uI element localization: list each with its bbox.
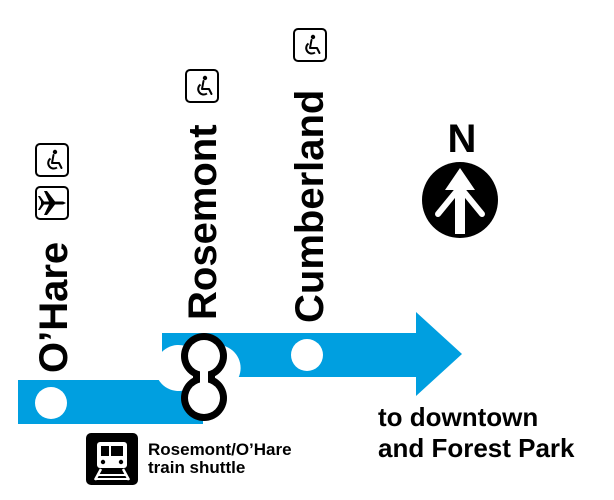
shuttle-caption: Rosemont/O’Hare train shuttle: [148, 441, 292, 477]
direction-label: to downtown and Forest Park: [378, 402, 575, 464]
train-shuttle-icon: [86, 433, 138, 485]
compass-north-letter: N: [448, 117, 477, 161]
station-label-ohare: O’Hare: [32, 242, 76, 373]
airport-icon: [35, 186, 69, 220]
wheelchair-accessible-icon: [293, 28, 327, 62]
direction-label-line2: and Forest Park: [378, 433, 575, 463]
shuttle-caption-line1: Rosemont/O’Hare: [148, 440, 292, 459]
station-dot-cumberland[interactable]: [291, 339, 323, 371]
station-dot-ohare[interactable]: [35, 387, 67, 419]
station-label-cumberland: Cumberland: [288, 90, 332, 323]
wheelchair-accessible-icon: [185, 69, 219, 103]
station-transfer-rosemont[interactable]: [155, 333, 241, 421]
direction-arrow: [416, 312, 462, 396]
north-arrow-icon: [422, 162, 498, 238]
shuttle-caption-line2: train shuttle: [148, 458, 246, 477]
direction-label-line1: to downtown: [378, 402, 539, 432]
wheelchair-accessible-icon: [35, 143, 69, 177]
station-label-rosemont: Rosemont: [181, 124, 225, 320]
